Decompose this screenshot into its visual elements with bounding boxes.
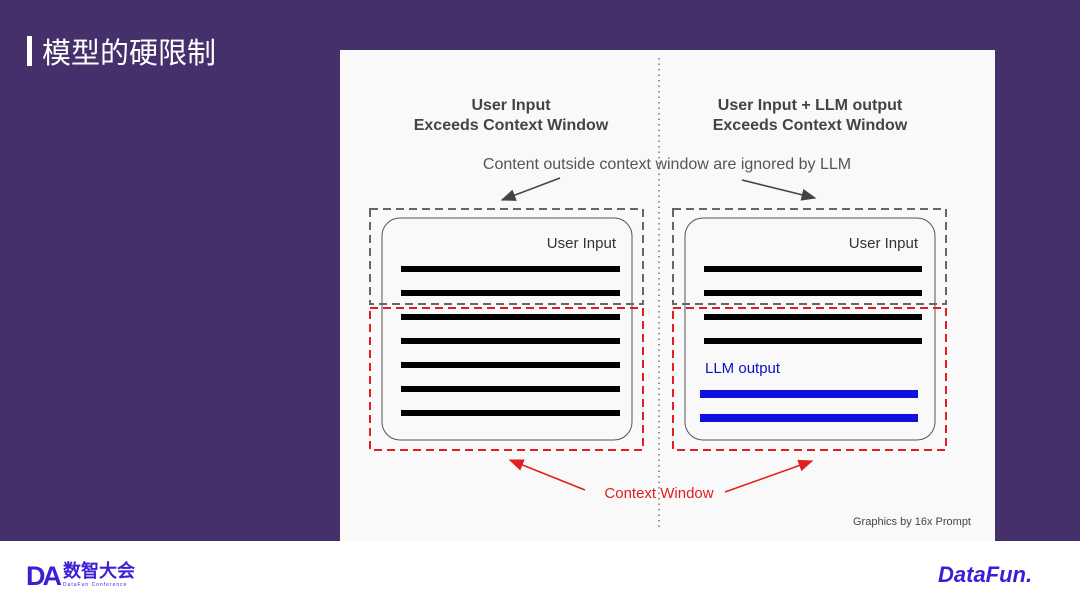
left-context-window [369,307,644,451]
input-line [401,314,620,320]
graphics-credit: Graphics by 16x Prompt [853,516,971,528]
right-input-lines [704,266,922,344]
output-line [700,414,918,422]
right-heading-line1: User Input + LLM output [718,97,903,114]
da-logo-subtext: DataFun Conference [63,582,128,588]
input-line [401,338,620,344]
slide-title: 模型的硬限制 [42,36,217,70]
input-line [401,266,620,272]
input-line [704,266,922,272]
left-heading-line2: Exceeds Context Window [414,117,609,134]
left-ignored-region [369,208,644,305]
title-accent-bar [27,36,32,66]
left-content-box [381,217,633,441]
datafun-conference-logo: DA 数智大会 DataFun Conference [26,561,135,591]
input-line [704,290,922,296]
context-arrow-right [724,459,814,493]
da-logo-mark: DA [26,561,62,591]
input-line [401,290,620,296]
context-window-label: Context Window [604,485,713,502]
right-ignored-region [672,208,947,305]
context-arrow-left [508,459,586,491]
input-line [401,410,620,416]
left-user-input-label: User Input [547,235,617,252]
left-heading-line1: User Input [471,97,551,114]
right-heading-line2: Exceeds Context Window [713,117,908,134]
right-user-input-label: User Input [849,235,919,252]
note-arrow-left [500,177,561,201]
input-line [401,362,620,368]
right-context-window [672,307,947,451]
right-content-box [684,217,936,441]
input-line [704,314,922,320]
output-line [700,390,918,398]
input-line [401,386,620,392]
datafun-logo: DataFun. [938,562,1033,587]
footer [0,541,1080,607]
llm-output-label: LLM output [705,360,781,377]
note-arrow-right [741,179,817,201]
ignored-note: Content outside context window are ignor… [483,156,851,173]
input-line [704,338,922,344]
left-input-lines [401,266,620,416]
da-logo-text: 数智大会 [63,561,135,582]
